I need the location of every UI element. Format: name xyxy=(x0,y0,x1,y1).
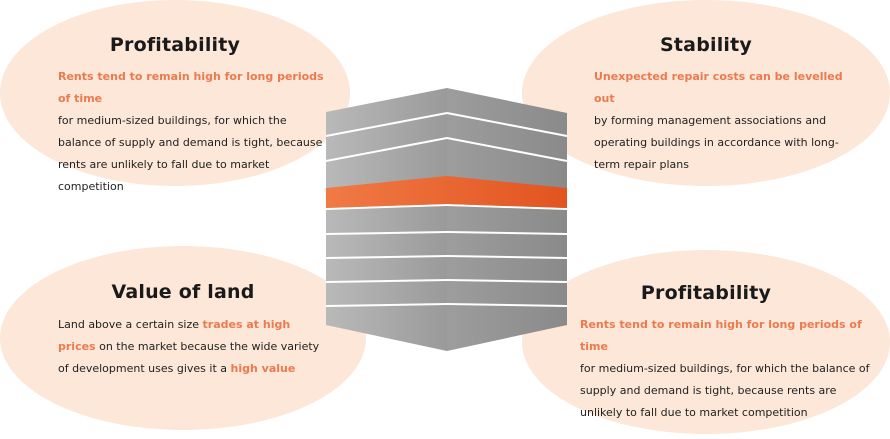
card-description: Rents tend to remain high for long perio… xyxy=(580,314,870,424)
card-title: Profitability xyxy=(109,34,241,56)
card-highlight: Rents tend to remain high for long perio… xyxy=(580,318,862,353)
floor-line xyxy=(446,231,568,235)
card-title: Value of land xyxy=(111,281,255,303)
card-text: by forming management associations and o… xyxy=(594,114,839,171)
card-highlight: Unexpected repair costs can be levelled … xyxy=(594,70,843,105)
floor-line xyxy=(325,303,448,307)
stability-card: Stability Unexpected repair costs can be… xyxy=(522,0,890,186)
card-description: Unexpected repair costs can be levelled … xyxy=(594,66,864,176)
floor-line xyxy=(325,204,448,210)
floor-line xyxy=(325,279,448,283)
building-left-face xyxy=(326,88,447,351)
card-text: on the market because the wide variety o… xyxy=(58,340,320,375)
card-text: for medium-sized buildings, for which th… xyxy=(58,114,323,193)
floor-line xyxy=(325,137,448,162)
floor-line xyxy=(446,112,568,137)
value-of-land-card: Value of land Land above a certain size … xyxy=(0,246,366,430)
card-description: Rents tend to remain high for long perio… xyxy=(58,66,328,198)
profitability-card-top-left: Profitability Rents tend to remain high … xyxy=(0,0,350,193)
floor-line xyxy=(446,303,568,307)
building-right-face xyxy=(447,88,567,351)
card-title: Stability xyxy=(660,34,752,56)
floor-line xyxy=(446,279,568,283)
card-highlight: Rents tend to remain high for long perio… xyxy=(58,70,324,105)
floor-line xyxy=(325,112,448,137)
floor-lines xyxy=(325,112,568,307)
profitability-card-bottom-right: Profitability Rents tend to remain high … xyxy=(522,250,890,434)
floor-line xyxy=(446,255,568,259)
card-highlight: trades at high prices xyxy=(58,318,291,353)
floor-line xyxy=(446,137,568,162)
highlight-floor-band xyxy=(326,176,567,208)
card-text: for medium-sized buildings, for which th… xyxy=(580,362,870,419)
card-description: Land above a certain size trades at high… xyxy=(58,314,328,380)
card-text: Land above a certain size xyxy=(58,318,203,331)
floor-line xyxy=(446,204,568,210)
card-title: Profitability xyxy=(640,282,772,304)
card-highlight: high value xyxy=(230,362,296,375)
floor-line xyxy=(325,231,448,235)
floor-line xyxy=(325,255,448,259)
